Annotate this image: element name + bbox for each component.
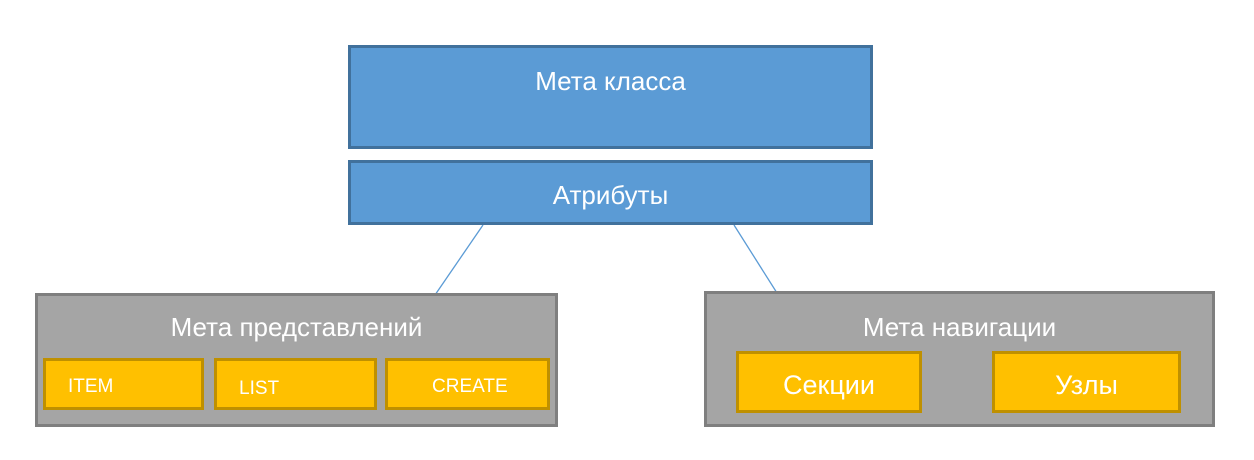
views-meta-label: Мета представлений <box>170 312 423 342</box>
view-item-box: ITEM <box>43 358 204 410</box>
connector-attributes-navigation <box>733 224 778 294</box>
attributes-box: Атрибуты <box>348 160 873 225</box>
meta-class-label: Мета класса <box>535 66 686 96</box>
navigation-meta-label: Мета навигации <box>862 312 1057 342</box>
nav-nodes-box: Узлы <box>992 351 1181 413</box>
nav-sections-label: Секции <box>783 370 875 400</box>
view-item-label: ITEM <box>68 376 114 397</box>
connector-attributes-views <box>434 224 484 296</box>
nav-sections-box: Секции <box>736 351 922 413</box>
view-list-label: LIST <box>239 378 280 399</box>
attributes-label: Атрибуты <box>552 180 669 210</box>
view-list-box: LIST <box>214 358 377 410</box>
view-create-box: CREATE <box>385 358 550 410</box>
view-create-label: CREATE <box>432 376 508 397</box>
meta-class-box: Мета класса <box>348 45 873 149</box>
nav-nodes-label: Узлы <box>1055 370 1118 400</box>
